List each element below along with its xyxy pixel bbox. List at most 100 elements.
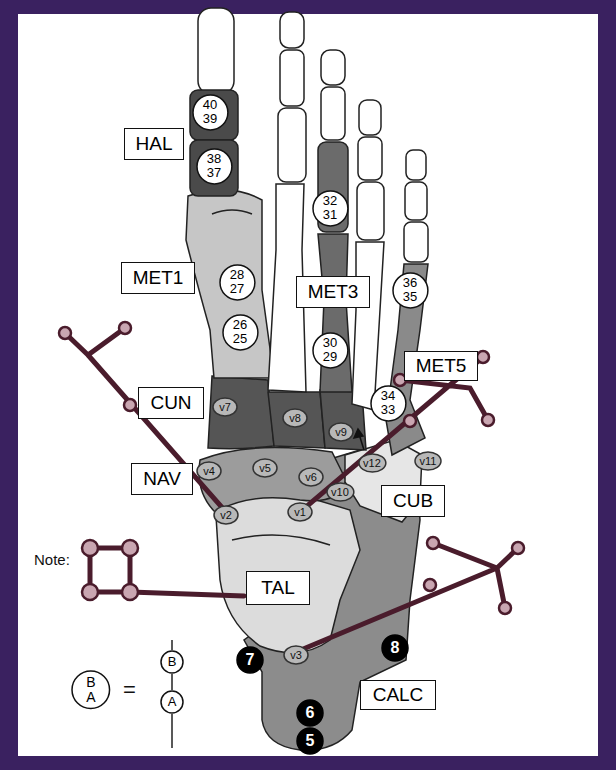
marker-circle-outline [313,191,348,226]
marker-number: 32 [323,194,337,208]
marker-number: 30 [323,336,337,350]
marker-circle: 2827 [219,264,256,301]
marker-number: 8 [391,639,400,657]
talus [215,492,360,652]
cuneiforms [268,392,325,448]
navicular [199,448,346,513]
marker-circle-outline [72,671,110,709]
landmark-oval: v10 [326,482,355,502]
landmark-oval: v2 [213,505,239,525]
marker-circle: 3433 [370,385,407,422]
cuneiforms [208,376,274,449]
marker-circle-outline [313,333,348,368]
marker-number: A [168,695,177,709]
phalanges [404,222,428,262]
bone-label: MET5 [404,351,479,382]
chain-stub [171,640,173,650]
bone-name: MET5 [416,356,467,377]
marker-circle-outline [197,149,232,184]
landmark-oval: v11 [414,451,442,471]
landmark-oval: v9 [328,422,354,442]
marker-circle-outline [193,95,228,130]
marker-ball [59,327,71,339]
marker-dot-outline [237,647,263,673]
metatarsals [186,184,428,455]
marker-circle-outline [220,265,255,300]
marker-ball [427,537,439,549]
landmark-oval-outline [299,468,323,486]
landmark-oval-outline [283,409,307,427]
phalanges [358,137,382,180]
metatarsals [186,190,274,378]
small-arrow [354,429,364,450]
marker-ball [59,322,524,614]
marker-dot-outline [297,700,323,726]
marker-ball [482,414,494,426]
bone-label: HAL [124,128,185,160]
bone-name: MET1 [133,268,184,289]
marker-number: 26 [233,318,247,332]
marker-circle: 3029 [312,332,349,369]
marker-circle: 3837 [196,148,233,185]
marker-cluster [90,548,244,596]
landmark-id: v3 [290,649,302,661]
landmark-oval-outline [329,423,353,441]
landmark-oval-outline [214,506,238,524]
marker-number: 27 [230,282,244,296]
metatarsals [318,234,352,392]
marker-circle: B [160,650,184,674]
marker-dot: 6 [296,699,324,727]
landmark-oval: v6 [298,467,324,487]
phalanges [321,50,345,85]
marker-ball [122,584,138,600]
marker-number: 36 [403,276,417,290]
marker-circle: 2625 [222,314,259,351]
chain-stub [171,714,173,748]
note-text: Note: [34,552,70,569]
marker-number: 34 [381,389,395,403]
marker-number: 29 [323,350,337,364]
marker-circle-outline [161,691,183,713]
phalanges [190,140,238,196]
landmark-oval: v4 [196,461,222,481]
navicular [199,448,346,513]
talus [232,535,330,545]
phalanges [280,50,304,106]
bone-name: TAL [261,578,294,599]
marker-dot: 5 [296,727,324,755]
marker-circle-outline [393,273,428,308]
marker-dot: 8 [381,634,409,662]
phalanges [359,100,381,135]
marker-cluster [65,328,226,512]
marker-dot: 7 [236,646,264,674]
marker-ball [512,542,524,554]
marker-number: 40 [203,98,217,112]
marker-number: 5 [306,732,315,750]
phalanges [406,150,426,180]
marker-circle: A [160,690,184,714]
landmark-id: v4 [203,465,215,477]
marker-number: 38 [207,152,221,166]
landmark-oval-outline [359,454,386,472]
landmark-oval: v12 [358,453,387,473]
marker-number: 35 [403,290,417,304]
talus [215,492,360,652]
landmark-oval-outline [197,462,221,480]
phalanges [190,8,428,262]
marker-number: A [86,690,95,705]
landmark-oval-outline [284,646,308,664]
small-arrow [354,429,363,438]
marker-number: 25 [233,332,247,346]
bone-label: CUN [138,387,203,419]
landmark-oval: v7 [212,397,238,417]
marker-number: 33 [381,403,395,417]
phalanges [280,12,304,48]
marker-ball [124,399,136,411]
bone-label: NAV [131,463,193,495]
marker-number: 39 [203,112,217,126]
marker-ball [119,322,131,334]
marker-number: 37 [207,166,221,180]
marker-circle-outline [223,315,258,350]
panel [18,14,598,756]
bone-name: CALC [373,685,424,706]
